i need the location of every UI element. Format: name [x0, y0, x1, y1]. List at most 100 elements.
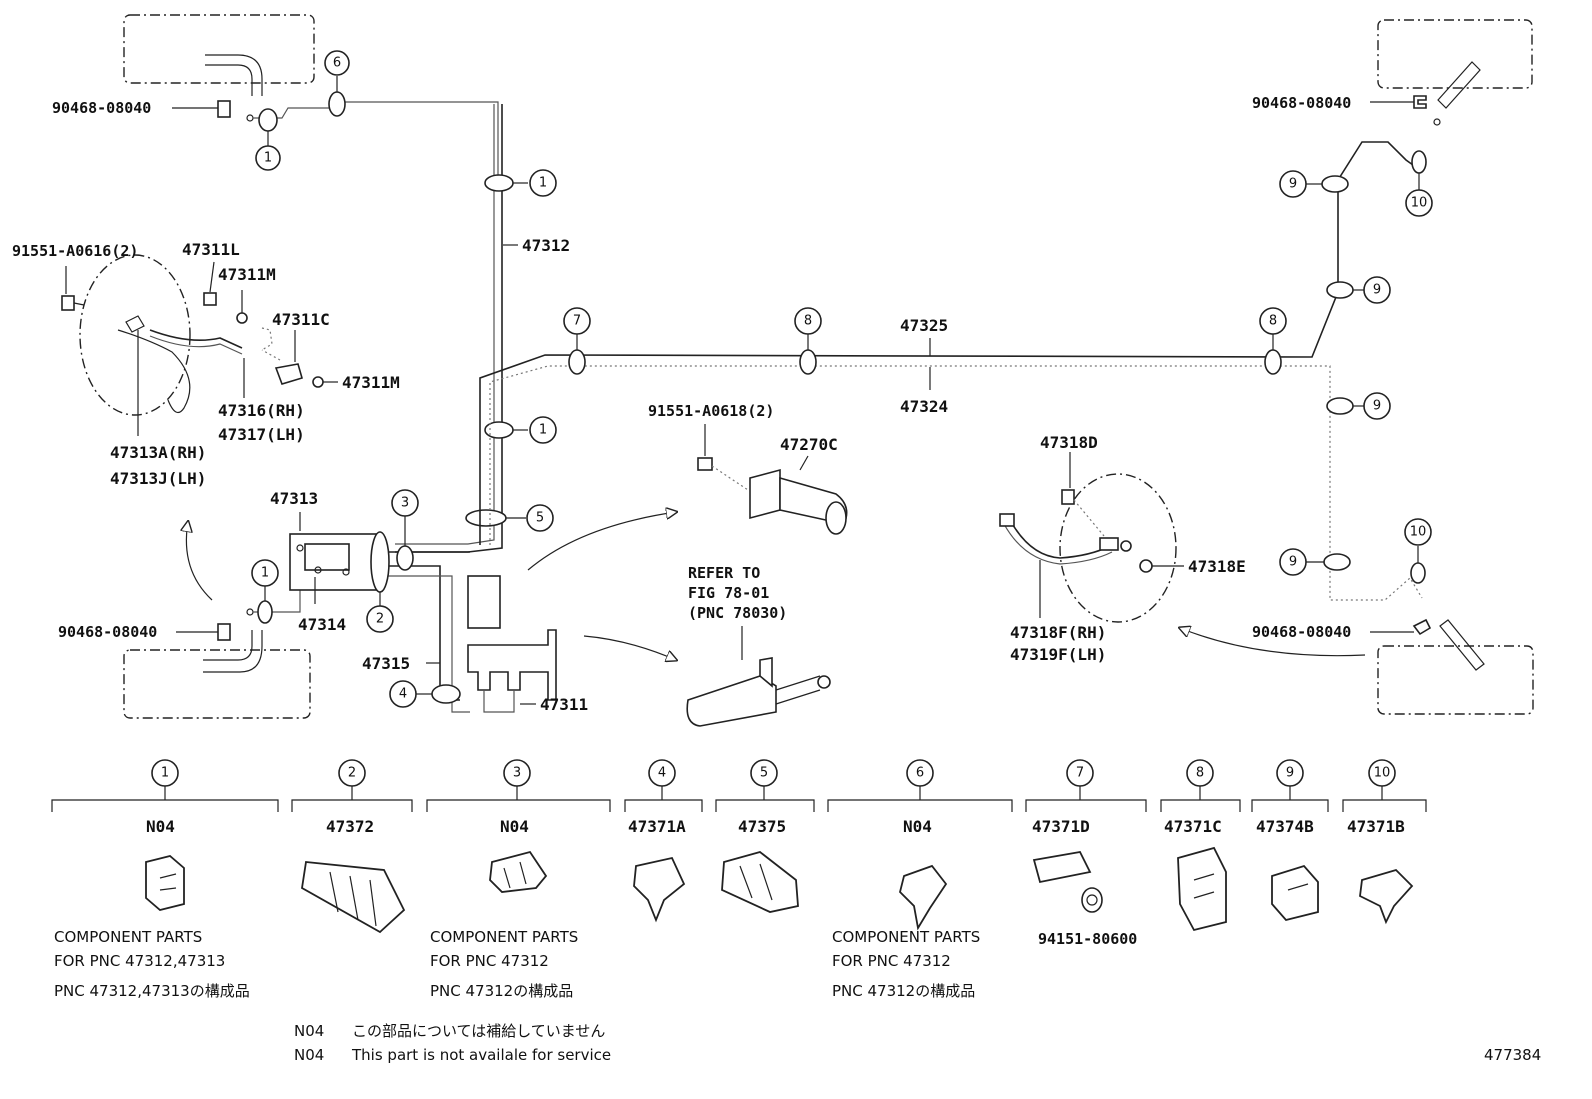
clamp-icon-2	[301, 861, 406, 934]
svg-text:1: 1	[539, 423, 547, 438]
svg-text:10: 10	[1410, 525, 1427, 540]
label-47311m-bottom: 47311M	[342, 373, 400, 392]
svg-text:10: 10	[1411, 196, 1428, 211]
clamp-icon-4	[633, 856, 686, 923]
legend-note-3a: COMPONENT PARTS	[430, 928, 578, 946]
legend-part-2: 47372	[326, 817, 374, 836]
wheel-area-bottom-left	[123, 649, 311, 719]
clamp-icon-7	[1032, 850, 1092, 884]
pipe-47325	[479, 141, 1421, 545]
svg-text:4: 4	[399, 687, 407, 702]
fitting-47318d	[1061, 489, 1075, 505]
clamp-icon-5	[721, 851, 799, 913]
label-90468-top-right: 90468-08040	[1252, 94, 1351, 112]
svg-text:8: 8	[1269, 314, 1277, 329]
svg-text:5: 5	[536, 511, 544, 526]
svg-text:2: 2	[348, 766, 356, 781]
legend-note-6c: PNC 47312の構成品	[832, 982, 975, 1000]
legend-part-5: 47375	[738, 817, 786, 836]
clamp-icon-8	[1177, 846, 1227, 932]
master-cylinder-47311	[467, 629, 557, 701]
label-90468-mid-left: 90468-08040	[58, 623, 157, 641]
bolt-91551-a0618	[697, 457, 713, 471]
legend-note-1b: FOR PNC 47312,47313	[54, 952, 225, 970]
legend-note-6b: FOR PNC 47312	[832, 952, 951, 970]
label-47319f-lh: 47319F(LH)	[1010, 645, 1106, 664]
clamp-2	[370, 531, 390, 593]
bolt-91551-a0616	[61, 295, 85, 311]
svg-text:5: 5	[760, 766, 768, 781]
legend-part-7-extra: 94151-80600	[1038, 930, 1137, 948]
legend-note-3b: FOR PNC 47312	[430, 952, 549, 970]
label-47318e: 47318E	[1188, 557, 1246, 576]
clip-90468-bottom-right	[1412, 618, 1432, 636]
svg-text:3: 3	[513, 766, 521, 781]
label-47313: 47313	[270, 489, 318, 508]
master-cylinder-assembly	[686, 675, 777, 727]
label-47324: 47324	[900, 397, 948, 416]
label-47325: 47325	[900, 316, 948, 335]
label-47311: 47311	[540, 695, 588, 714]
svg-text:9: 9	[1289, 177, 1297, 192]
svg-text:6: 6	[333, 56, 341, 71]
legend-note-3c: PNC 47312の構成品	[430, 982, 573, 1000]
svg-text:3: 3	[401, 496, 409, 511]
refer-line-1: REFER TO	[688, 564, 760, 582]
svg-text:9: 9	[1286, 766, 1294, 781]
detail-hose-left	[79, 254, 191, 416]
legend-part-4: 47371A	[628, 817, 686, 836]
legend-part-9: 47374B	[1256, 817, 1314, 836]
svg-text:8: 8	[804, 314, 812, 329]
wheel-area-top-right	[1377, 19, 1533, 89]
svg-text:4: 4	[658, 766, 666, 781]
clamp-icon-10	[1359, 868, 1414, 925]
legend-note-1c: PNC 47312,47313の構成品	[54, 982, 250, 1000]
wheel-area-bottom-right	[1377, 645, 1534, 715]
label-47315: 47315	[362, 654, 410, 673]
label-47316-rh: 47316(RH)	[218, 401, 305, 420]
footnote-code-2: N04	[294, 1046, 324, 1064]
label-47313a-rh: 47313A(RH)	[110, 443, 206, 462]
hose-bend-top-left	[205, 54, 263, 96]
clip-90468-mid-left	[217, 623, 231, 641]
pipe-47324	[489, 365, 1423, 601]
label-47311c: 47311C	[272, 310, 330, 329]
svg-text:2: 2	[376, 612, 384, 627]
label-90468-bottom-right: 90468-08040	[1252, 623, 1351, 641]
label-47311l: 47311L	[182, 240, 240, 259]
legend-note-1a: COMPONENT PARTS	[54, 928, 202, 946]
clamp-4	[431, 684, 461, 704]
legend-part-3: N04	[500, 817, 529, 836]
label-47312: 47312	[522, 236, 570, 255]
svg-text:6: 6	[916, 766, 924, 781]
reservoir	[467, 575, 501, 629]
clip-90468-top-right	[1413, 95, 1427, 109]
label-47270c: 47270C	[780, 435, 838, 454]
legend-part-6: N04	[903, 817, 932, 836]
legend-part-8: 47371C	[1164, 817, 1222, 836]
fitting-47311l	[203, 292, 217, 306]
svg-text:7: 7	[573, 314, 581, 329]
svg-text:1: 1	[161, 766, 169, 781]
clamp-legend: 1 2 3 4 5 6 7 8 9 10 N04 47372 N04 47371…	[51, 759, 1427, 1000]
svg-text:1: 1	[261, 566, 269, 581]
legend-note-6a: COMPONENT PARTS	[832, 928, 980, 946]
footnote-text-2: This part is not availale for service	[351, 1046, 611, 1064]
clamp-icon-6	[899, 864, 948, 931]
svg-text:7: 7	[1076, 766, 1084, 781]
svg-text:10: 10	[1374, 766, 1391, 781]
clamp-6-top	[328, 91, 346, 117]
clamp-icon-1	[145, 855, 185, 911]
svg-text:9: 9	[1373, 399, 1381, 414]
legend-part-7: 47371D	[1032, 817, 1090, 836]
footnote-code-1: N04	[294, 1022, 324, 1040]
legend-part-1: N04	[146, 817, 175, 836]
clamp-icon-3	[489, 850, 548, 893]
svg-text:1: 1	[539, 176, 547, 191]
clamp-10-top	[1411, 150, 1427, 174]
label-47313j-lh: 47313J(LH)	[110, 469, 206, 488]
detail-hose-right	[1059, 473, 1177, 623]
label-91551-a0616: 91551-A0616(2)	[12, 242, 138, 260]
refer-line-3: (PNC 78030)	[688, 604, 787, 622]
